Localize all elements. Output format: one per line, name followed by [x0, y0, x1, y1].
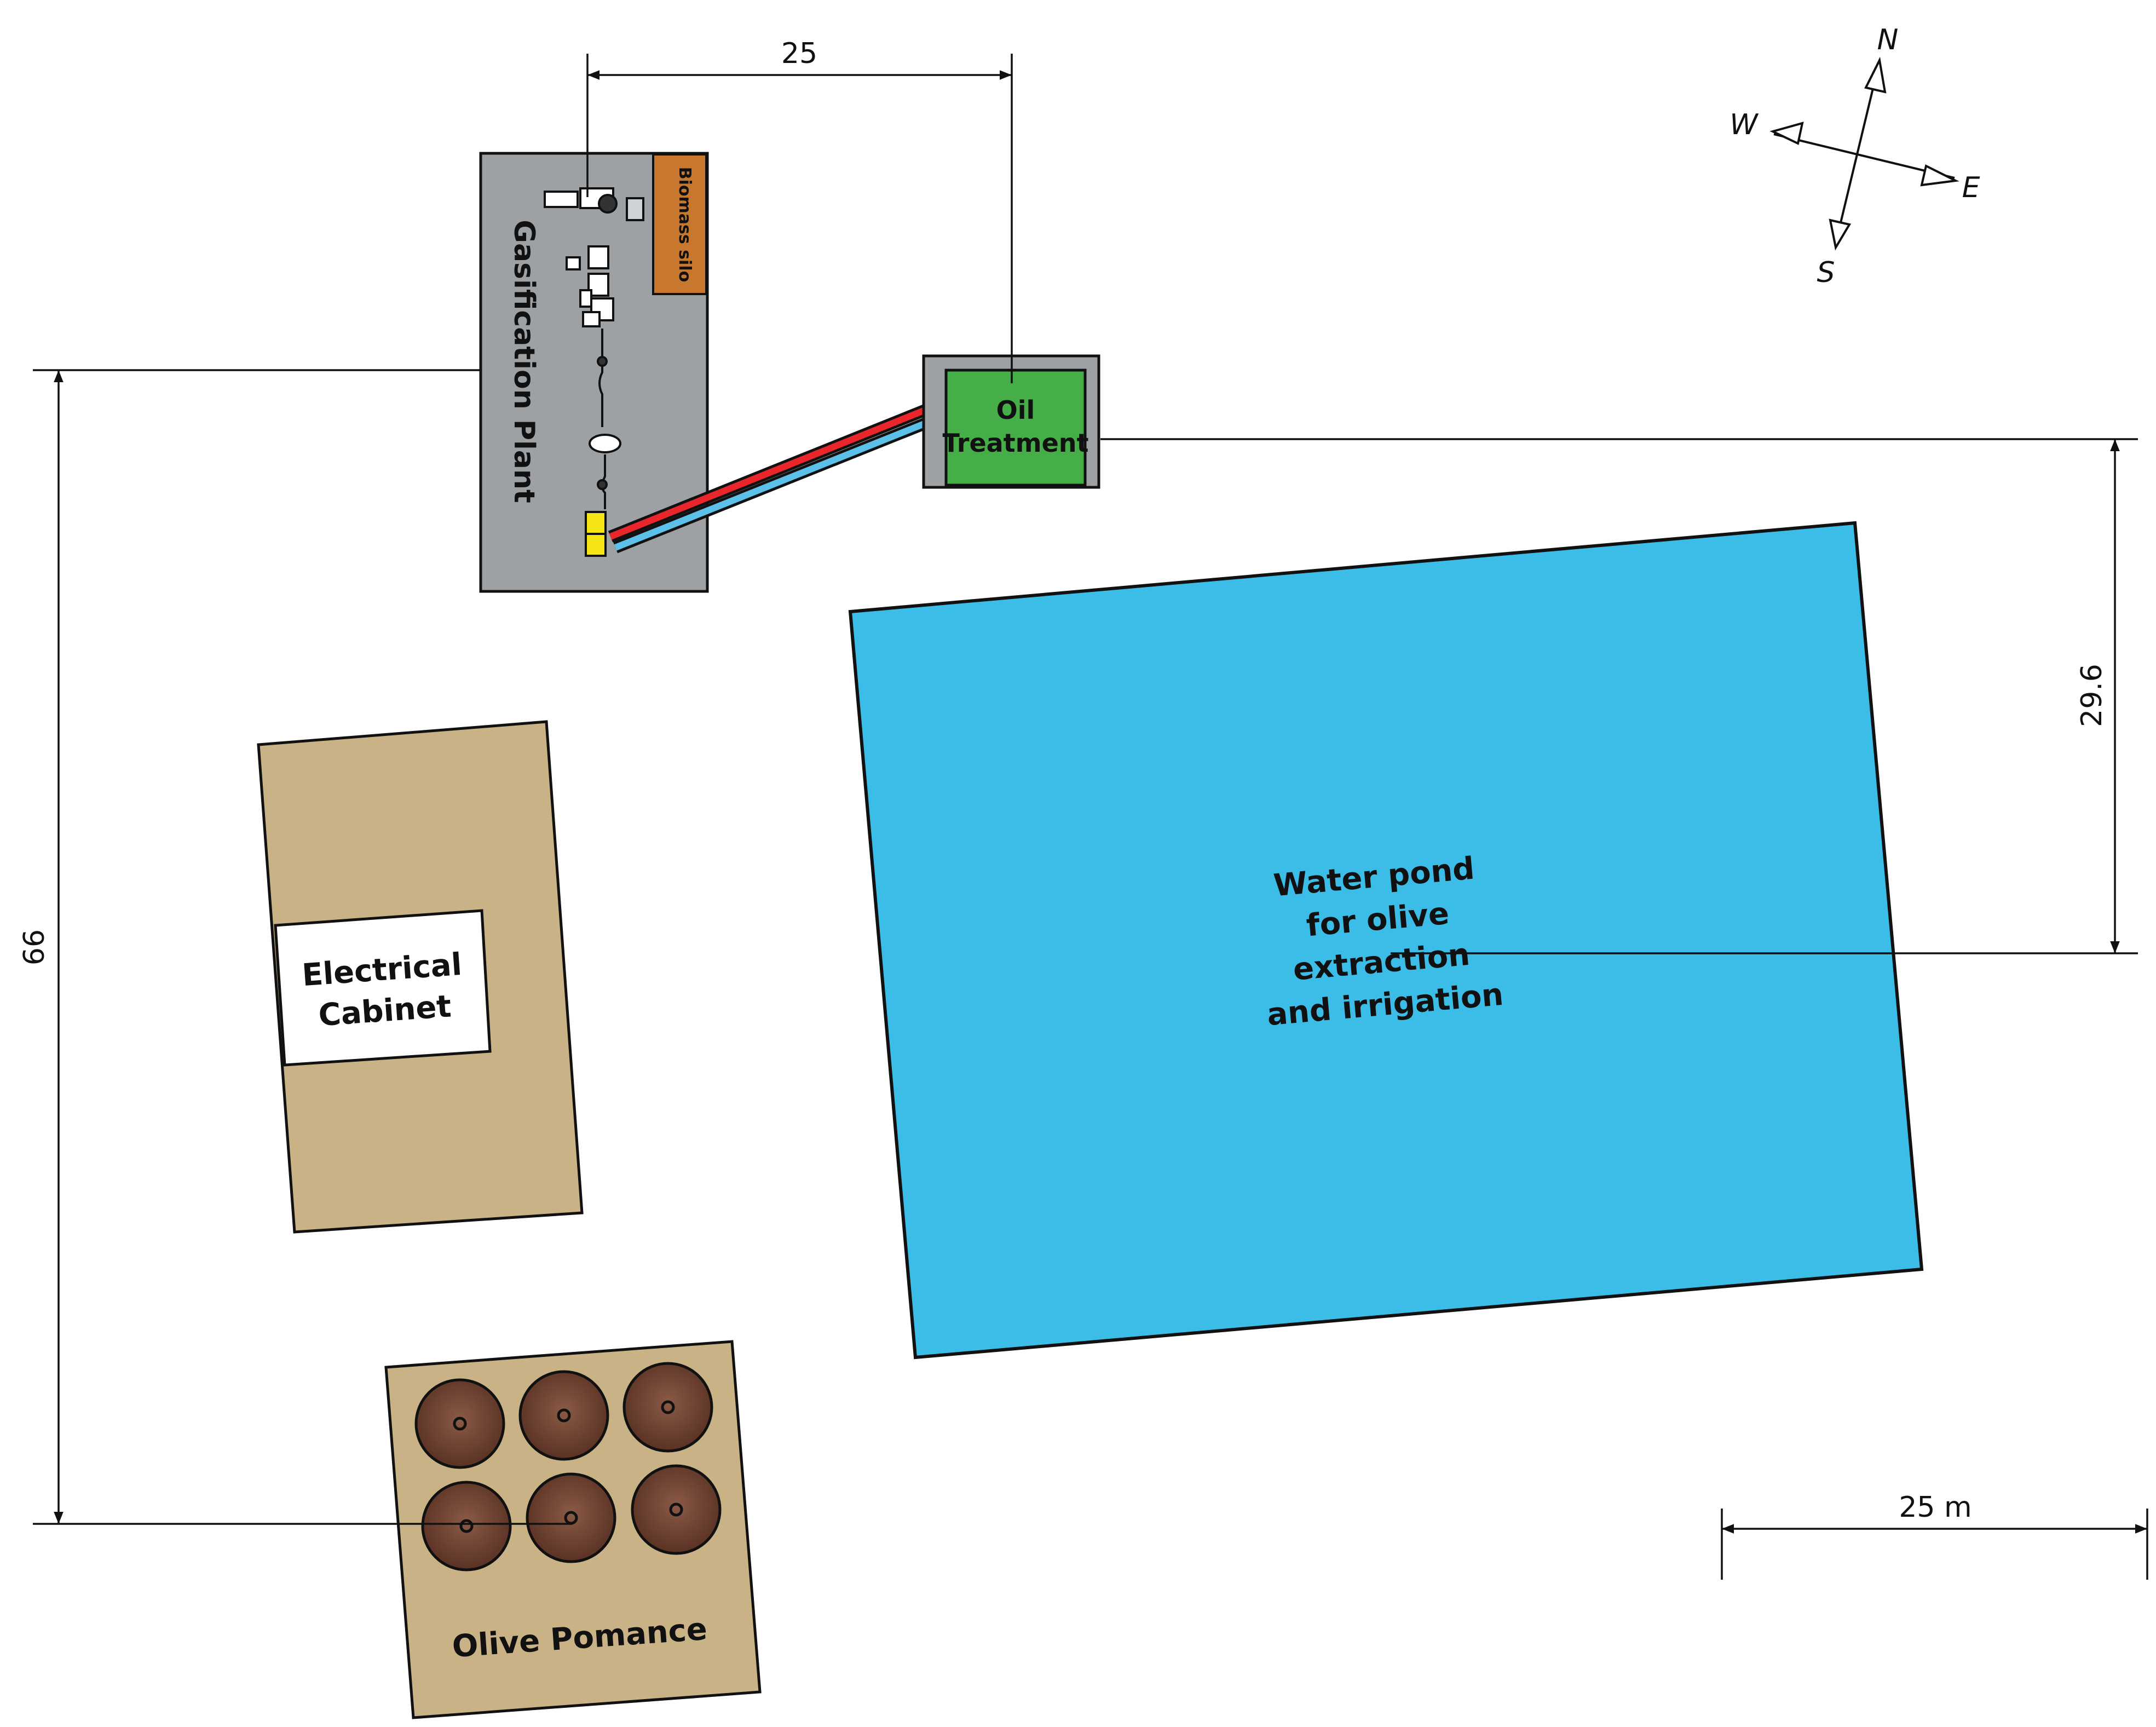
- compass-south-label: S: [1817, 256, 1835, 289]
- compass-north-arrow: [1864, 56, 1887, 94]
- gasification-plant-label: Gasification Plant: [508, 220, 540, 503]
- dimension-top-label: 25: [781, 37, 817, 70]
- water-pond: Water pond for olive extraction and irri…: [848, 521, 1924, 1360]
- scale-bar: [1721, 1509, 2148, 1580]
- dimension-right: [1100, 438, 2138, 954]
- oil-treatment: Oil Treatment: [922, 354, 1100, 489]
- dimension-left: [33, 369, 572, 1525]
- electrical-cabinet: [274, 909, 492, 1067]
- compass-rose: [1769, 56, 1959, 251]
- compass-east-label: E: [1962, 171, 1980, 204]
- tank-2: [518, 1370, 609, 1461]
- dimension-right-label: 29.6: [2076, 664, 2108, 727]
- gasification-plant: Biomass silo Gasification Plant: [479, 152, 709, 593]
- dimension-left-label: 66: [18, 929, 51, 965]
- compass-north-label: N: [1877, 24, 1899, 56]
- pipeline: [608, 399, 943, 554]
- oil-treatment-label-2: Treatment: [942, 428, 1088, 458]
- dimension-top: [586, 54, 1013, 383]
- electrical-cabinet-area: Electrical Cabinet: [257, 720, 584, 1234]
- process-equipment: [544, 187, 644, 557]
- olive-pomance-area: Olive Pomance: [384, 1340, 762, 1719]
- compass-west-arrow: [1769, 122, 1804, 145]
- compass-south-arrow: [1829, 218, 1852, 251]
- tank-6: [631, 1464, 722, 1555]
- olive-pomance-tanks: [414, 1362, 722, 1571]
- compass-east-arrow: [1920, 164, 1959, 187]
- biomass-silo-label: Biomass silo: [675, 167, 694, 282]
- tank-3: [622, 1362, 713, 1453]
- tank-1: [414, 1378, 505, 1469]
- water-pond-area: [848, 521, 1924, 1360]
- oil-treatment-label-1: Oil: [996, 395, 1035, 425]
- tank-4: [421, 1481, 512, 1571]
- compass-west-label: W: [1730, 108, 1759, 141]
- biomass-silo: [652, 153, 707, 295]
- tank-5: [526, 1472, 616, 1563]
- scale-bar-label: 25 m: [1899, 1491, 1971, 1524]
- oil-treatment-unit: [944, 369, 1087, 487]
